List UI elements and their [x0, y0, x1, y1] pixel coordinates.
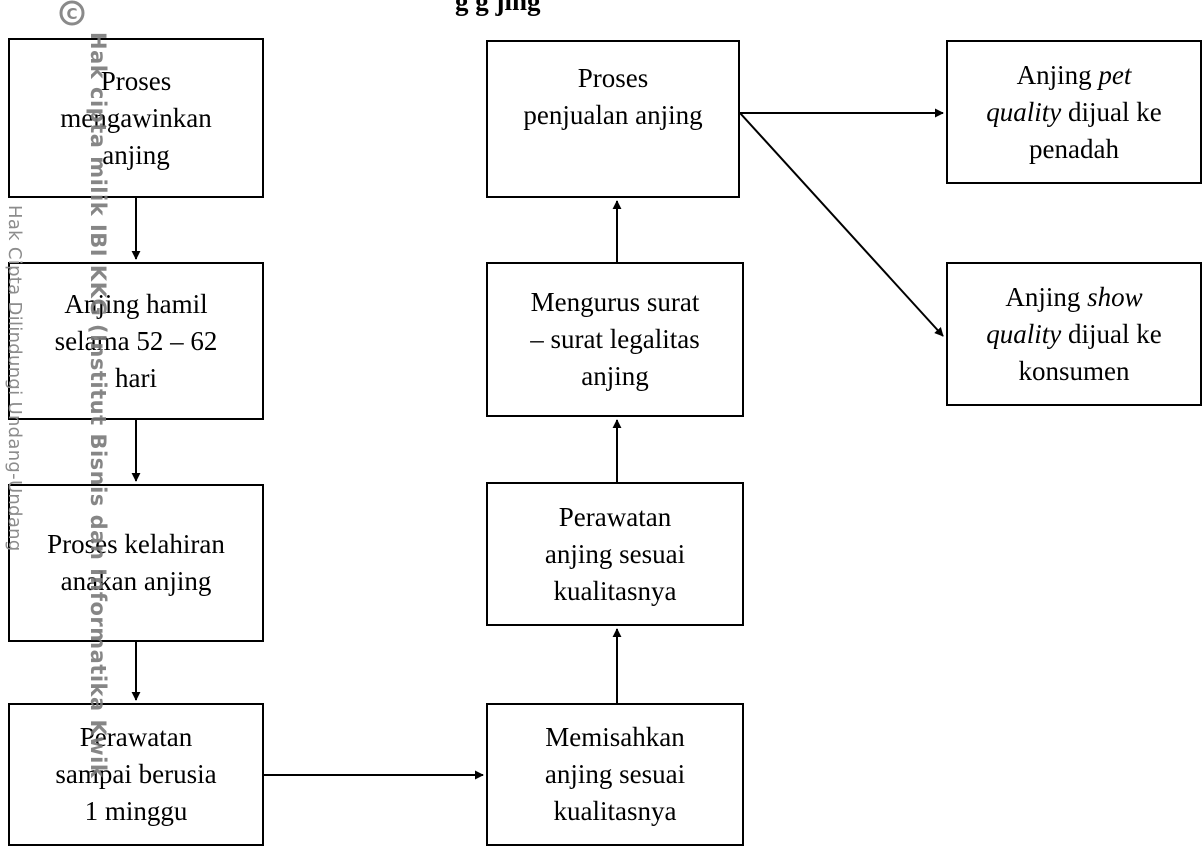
box-anjing-show-quality: Anjing show quality dijual ke konsumen — [946, 262, 1202, 406]
svg-text:C: C — [66, 5, 77, 23]
box-proses-mengawinkan: Proses mengawinkan anjing — [8, 38, 264, 198]
box-line: Proses — [100, 65, 172, 96]
box-line: Proses — [577, 63, 649, 93]
text-italic: quality — [986, 96, 1062, 127]
watermark-vertical-institution: Hak cipta milik IBI KKG (Institut Bisnis… — [86, 32, 110, 779]
box-memisahkan: Memisahkan anjing sesuai kualitasnya — [486, 703, 744, 846]
watermark-vertical-protection: Hak Cipta Dilindungi Undang-Undang — [4, 205, 25, 552]
box-mengurus-surat: Mengurus surat – surat legalitas anjing — [486, 262, 744, 417]
box-line: kualitasnya — [553, 575, 677, 606]
arrow-penjualan-to-show — [739, 112, 944, 337]
text-italic: quality — [986, 318, 1062, 349]
text-fragment: Anjing — [1016, 59, 1099, 90]
text-fragment: dijual ke — [1061, 318, 1162, 349]
box-line: quality dijual ke — [986, 316, 1161, 353]
box-line: Anjing hamil — [64, 288, 208, 319]
copyright-icon: C — [59, 0, 85, 31]
text-fragment: Anjing — [1005, 281, 1088, 312]
text-fragment: dijual ke — [1061, 96, 1162, 127]
text-italic: pet — [1098, 59, 1132, 90]
box-line: selama 52 – 62 — [54, 325, 218, 356]
box-line: – surat legalitas — [530, 324, 700, 354]
box-proses-penjualan: Proses penjualan anjing — [486, 40, 740, 198]
box-line: anjing — [102, 139, 170, 170]
box-line: penjualan anjing — [523, 100, 703, 130]
box-line: anakan anjing — [60, 566, 212, 596]
box-line: anjing sesuai — [544, 538, 686, 569]
box-perawatan-kualitas: Perawatan anjing sesuai kualitasnya — [486, 482, 744, 626]
box-line: penadah — [1029, 133, 1119, 164]
box-line: Memisahkan — [545, 722, 685, 752]
box-line: anjing — [581, 361, 649, 391]
box-line: hari — [115, 362, 157, 393]
box-line: mengawinkan — [60, 102, 212, 133]
page-header-partial: g g jing — [455, 0, 541, 16]
box-line: 1 minggu — [84, 796, 188, 826]
box-proses-kelahiran: Proses kelahiran anakan anjing — [8, 484, 264, 642]
box-anjing-pet-quality: Anjing pet quality dijual ke penadah — [946, 40, 1202, 184]
box-line: Perawatan — [558, 501, 672, 532]
box-line: Mengurus surat — [530, 287, 700, 317]
box-line: sampai berusia — [55, 759, 217, 789]
text-italic: show — [1087, 281, 1143, 312]
copyright-circle-icon: C — [59, 0, 85, 26]
box-line: konsumen — [1018, 355, 1130, 386]
box-line: Perawatan — [79, 722, 193, 752]
box-line: kualitasnya — [553, 796, 677, 826]
box-line: quality dijual ke — [986, 94, 1161, 131]
box-perawatan-minggu: Perawatan sampai berusia 1 minggu — [8, 703, 264, 846]
box-line: Proses kelahiran — [47, 529, 225, 559]
box-anjing-hamil: Anjing hamil selama 52 – 62 hari — [8, 262, 264, 420]
box-line: Anjing show — [1005, 279, 1142, 316]
box-line: anjing sesuai — [544, 759, 686, 789]
box-line: Anjing pet — [1017, 57, 1132, 94]
